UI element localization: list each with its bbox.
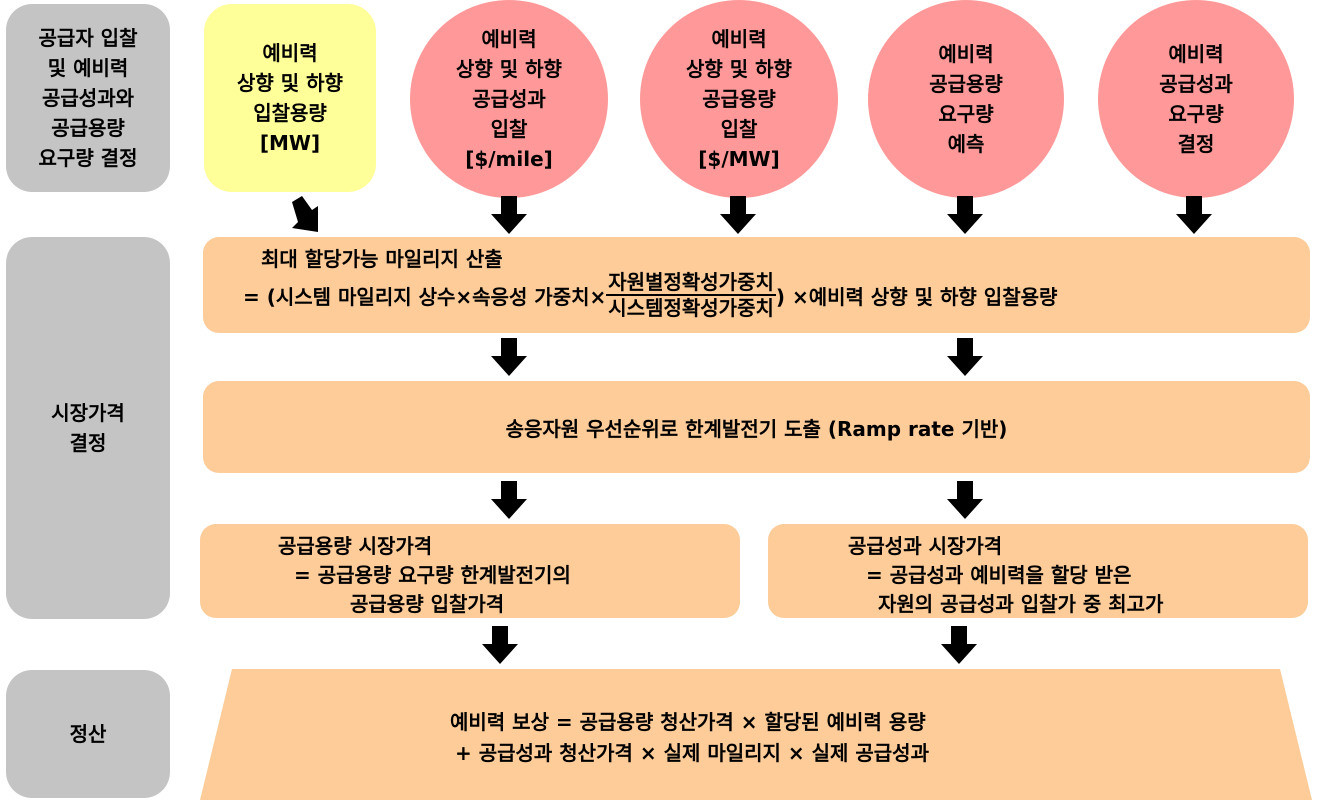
accuracy-fraction: 자원별정확성가중치 시스템정확성가중치 [606, 271, 776, 319]
performance-price-line2: = 공급성과 예비력을 할당 받은 [866, 563, 1132, 587]
settlement-trapezoid [200, 669, 1312, 800]
settlement-line2: + 공급성과 청산가격 × 실제 마일리지 × 실제 공급성과 [455, 741, 929, 765]
fraction-denominator: 시스템정확성가중치 [608, 296, 774, 320]
capacity-requirement-text: 예비력 공급용량 요구량 예측 [929, 42, 1003, 156]
performance-bid-text: 예비력 상향 및 하향 공급성과 입찰 [$/mile] [456, 27, 562, 171]
capacity-price-title: 공급용량 시장가격 [278, 534, 433, 558]
stage-label-settlement: 정산 [6, 670, 170, 798]
down-arrow-icon [947, 196, 983, 234]
capacity-price-line2: = 공급용량 요구량 한계발전기의 [294, 563, 571, 587]
down-arrow-icon [720, 196, 756, 234]
performance-price-line3: 자원의 공급성과 입찰가 중 최고가 [878, 592, 1164, 616]
mileage-formula-suffix: ) ×예비력 상향 및 하향 입찰용량 [775, 284, 1058, 309]
mileage-title: 최대 할당가능 마일리지 산출 [261, 247, 503, 271]
capacity-price-bid-text: 예비력 상향 및 하향 공급용량 입찰 [$/MW] [686, 27, 792, 171]
performance-requirement-text: 예비력 공급성과 요구량 결정 [1159, 42, 1233, 156]
down-arrow-icon [482, 626, 518, 664]
capacity-bid-box: 예비력 상향 및 하향 입찰용량 [MW] [204, 4, 376, 192]
performance-market-price-box: 공급성과 시장가격 = 공급성과 예비력을 할당 받은 자원의 공급성과 입찰가… [768, 524, 1308, 618]
performance-price-title: 공급성과 시장가격 [848, 534, 1003, 558]
down-arrow-icon [491, 481, 527, 519]
mileage-formula-prefix: = (시스템 마일리지 상수×속응성 가중치× [243, 284, 607, 309]
down-arrow-icon [491, 196, 527, 234]
performance-requirement-circle: 예비력 공급성과 요구량 결정 [1098, 0, 1294, 198]
stage-label-market-price-text: 시장가격 결정 [51, 401, 125, 455]
down-arrow-icon [947, 338, 983, 376]
marginal-generator-box: 송응자원 우선순위로 한계발전기 도출 (Ramp rate 기반) [203, 381, 1310, 473]
stage-label-bidding: 공급자 입찰 및 예비력 공급성과와 공급용량 요구량 결정 [6, 4, 170, 192]
capacity-price-line3: 공급용량 입찰가격 [350, 592, 505, 616]
performance-bid-circle: 예비력 상향 및 하향 공급성과 입찰 [$/mile] [410, 0, 608, 198]
down-arrow-icon [491, 338, 527, 376]
down-arrow-icon [947, 481, 983, 519]
marginal-generator-text: 송응자원 우선순위로 한계발전기 도출 (Ramp rate 기반) [505, 416, 1008, 441]
mileage-formula: = (시스템 마일리지 상수×속응성 가중치× 자원별정확성가중치 시스템정확성… [243, 271, 1057, 319]
diagonal-arrow-icon [292, 196, 318, 232]
fraction-numerator: 자원별정확성가중치 [606, 270, 776, 296]
capacity-requirement-circle: 예비력 공급용량 요구량 예측 [868, 0, 1064, 198]
settlement-line1: 예비력 보상 = 공급용량 청산가격 × 할당된 예비력 용량 [450, 710, 926, 734]
down-arrow-icon [1176, 196, 1212, 234]
stage-label-market-price: 시장가격 결정 [6, 237, 170, 619]
capacity-bid-text: 예비력 상향 및 하향 입찰용량 [MW] [237, 41, 343, 155]
capacity-market-price-box: 공급용량 시장가격 = 공급용량 요구량 한계발전기의 공급용량 입찰가격 [200, 524, 740, 618]
down-arrow-icon [941, 626, 977, 664]
mileage-calculation-box: 최대 할당가능 마일리지 산출 = (시스템 마일리지 상수×속응성 가중치× … [203, 237, 1310, 333]
capacity-price-bid-circle: 예비력 상향 및 하향 공급용량 입찰 [$/MW] [640, 0, 838, 198]
stage-label-bidding-text: 공급자 입찰 및 예비력 공급성과와 공급용량 요구량 결정 [38, 26, 138, 170]
stage-label-settlement-text: 정산 [69, 722, 107, 746]
